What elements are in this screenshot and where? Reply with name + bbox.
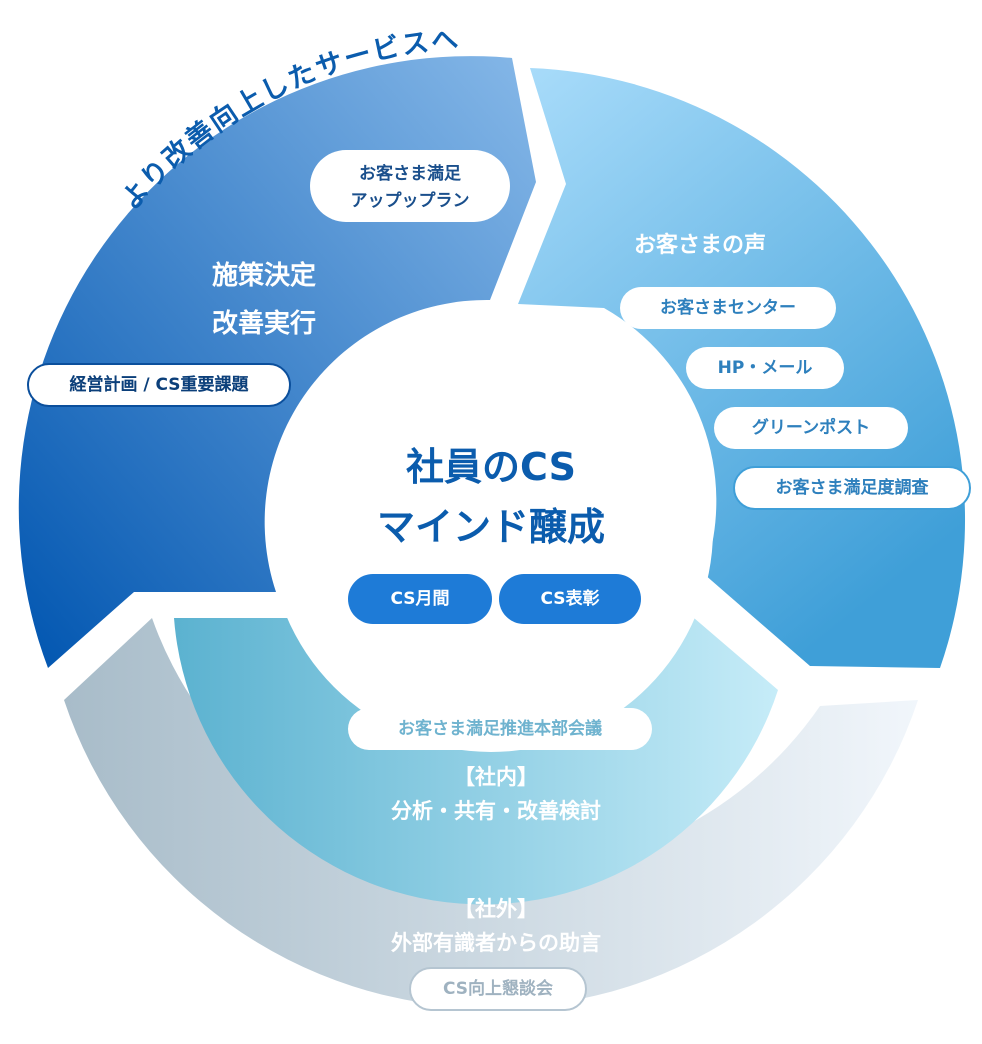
voice-item-post: グリーンポスト	[714, 407, 908, 449]
voice-item-label: お客さま満足度調査	[776, 477, 930, 498]
external-title-line2: 外部有識者からの助言	[391, 931, 601, 955]
plan-tag-label: 経営計画 / CS重要課題	[69, 374, 249, 395]
voice-item-center: お客さまセンター	[620, 287, 836, 329]
center-title-line1: 社員のCS	[406, 445, 576, 489]
plan-pill-line1: お客さま満足	[359, 163, 461, 184]
external-pill: CS向上懇談会	[409, 967, 587, 1011]
plan-pill-line2: アップップラン	[351, 190, 470, 211]
cs-award-button: CS表彰	[499, 574, 641, 624]
plan-title-line2: 改善実行	[212, 308, 316, 339]
voice-item-web: HP・メール	[686, 347, 844, 389]
external-title-line1: 【社外】	[454, 897, 538, 921]
center-circle	[269, 308, 713, 752]
cs-award-label: CS表彰	[540, 588, 599, 609]
voice-item-label: グリーンポスト	[752, 417, 870, 438]
external-segment	[64, 618, 918, 1008]
internal-pill: お客さま満足推進本部会議	[348, 708, 652, 750]
voice-item-survey: お客さま満足度調査	[733, 466, 971, 510]
internal-title-line1: 【社内】	[454, 765, 538, 789]
plan-tag: 経営計画 / CS重要課題	[27, 363, 291, 407]
cs-month-label: CS月間	[390, 589, 449, 609]
internal-pill-label: お客さま満足推進本部会議	[398, 718, 602, 739]
internal-title-line2: 分析・共有・改善検討	[391, 799, 601, 823]
external-pill-label: CS向上懇談会	[443, 978, 553, 999]
center-title-line2: マインド醸成	[377, 505, 605, 549]
voice-item-label: お客さまセンター	[660, 297, 796, 318]
voice-item-label: HP・メール	[718, 358, 813, 378]
internal-segment	[174, 618, 778, 905]
plan-pill: お客さま満足 アップップラン	[310, 150, 510, 222]
cs-month-button: CS月間	[348, 574, 492, 624]
voice-title: お客さまの声	[634, 232, 766, 258]
plan-title-line1: 施策決定	[212, 260, 316, 291]
